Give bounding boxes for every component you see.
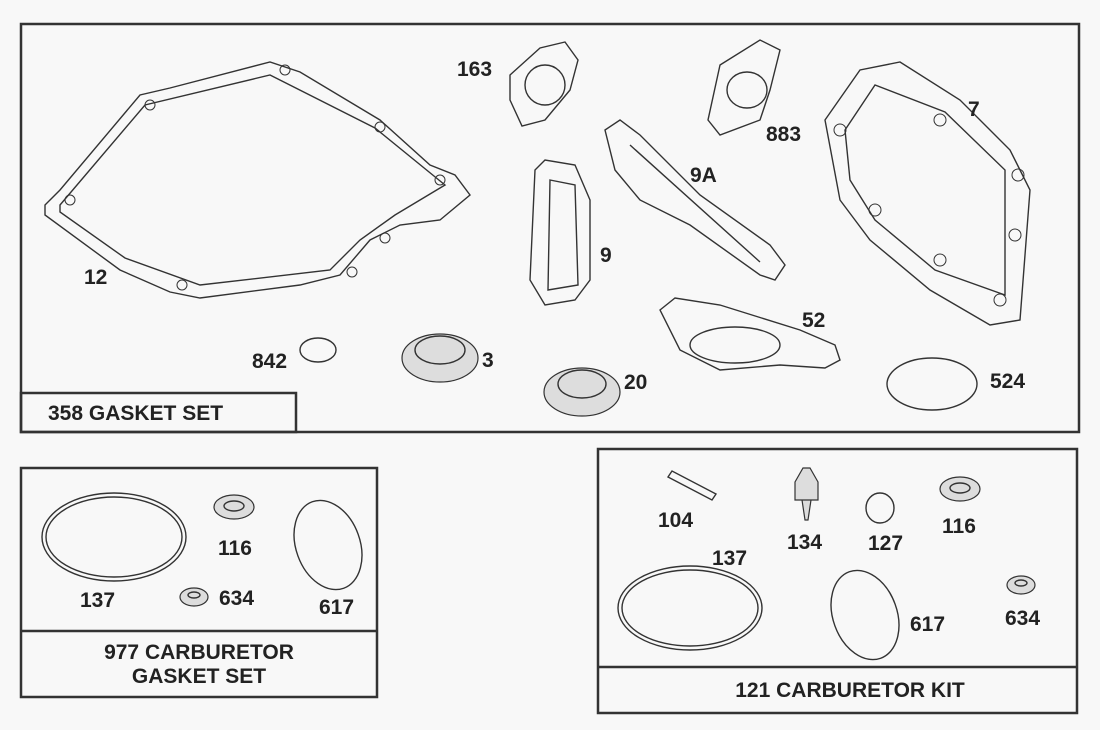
part-883-gasket (707, 39, 781, 136)
part-617-o-ring (830, 569, 900, 661)
part-7-head-gasket (824, 61, 1031, 326)
part-634-washer (1006, 575, 1036, 595)
part-104-pin (666, 470, 718, 501)
part-label: 634 (1005, 607, 1040, 630)
carburetor-gasket-set-title-line1: 977 CARBURETOR (104, 641, 294, 664)
part-20-oil-seal (543, 367, 621, 417)
part-137-o-ring (41, 492, 187, 582)
part-116-washer (939, 476, 981, 502)
part-label: 842 (252, 350, 287, 373)
part-label: 52 (802, 309, 825, 332)
part-127-plug (865, 492, 895, 524)
part-9A-gasket (604, 119, 786, 281)
carburetor-kit-title: 121 CARBURETOR KIT (735, 679, 965, 702)
part-9-gasket (529, 159, 591, 306)
carburetor-gasket-set-title-line2: GASKET SET (132, 665, 266, 688)
part-label: 137 (712, 547, 747, 570)
part-label: 883 (766, 123, 801, 146)
part-label: 20 (624, 371, 647, 394)
part-label: 137 (80, 589, 115, 612)
part-12-crankcase-gasket (44, 61, 471, 299)
part-12-bolt-holes (64, 64, 446, 291)
carburetor-kit-panel: 121 CARBURETOR KIT 104 134 127 116 137 6… (596, 447, 1079, 715)
part-842-o-ring (299, 337, 337, 363)
gasket-set-panel: 358 GASKET SET 163 883 7 9A 12 9 52 842 … (19, 22, 1081, 434)
part-label: 12 (84, 266, 107, 289)
part-label: 104 (658, 509, 693, 532)
part-137-o-ring (617, 565, 763, 651)
part-label: 3 (482, 349, 494, 372)
part-134-needle (794, 467, 819, 521)
part-label: 163 (457, 58, 492, 81)
part-163-gasket (509, 41, 579, 127)
part-label: 9A (690, 164, 717, 187)
part-label: 134 (787, 531, 822, 554)
part-label: 116 (942, 515, 976, 538)
part-634-washer (179, 587, 209, 607)
part-7-bolt-holes (833, 113, 1025, 307)
part-label: 524 (990, 370, 1025, 393)
part-label: 7 (968, 98, 980, 121)
part-label: 116 (218, 537, 252, 560)
part-label: 617 (319, 596, 354, 619)
part-label: 617 (910, 613, 945, 636)
part-label: 9 (600, 244, 612, 267)
part-label: 127 (868, 532, 903, 555)
carburetor-gasket-set-panel: 977 CARBURETOR GASKET SET 116 137 634 61… (19, 466, 379, 699)
part-137-o-ring-inner (621, 569, 759, 647)
part-52-gasket (659, 297, 841, 371)
part-617-o-ring (293, 499, 363, 591)
part-label: 634 (219, 587, 254, 610)
part-137-o-ring-inner (45, 496, 183, 578)
part-116-washer (213, 494, 255, 520)
part-3-oil-seal (401, 333, 479, 383)
part-524-o-ring (886, 357, 978, 411)
gasket-set-title: 358 GASKET SET (48, 402, 223, 425)
